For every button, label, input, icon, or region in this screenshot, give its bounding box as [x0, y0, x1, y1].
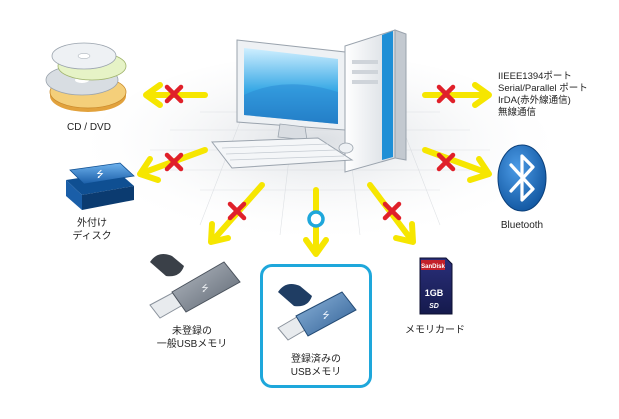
blocked-x-icon: [382, 201, 402, 221]
blocked-x-icon: [436, 84, 456, 104]
sd-card-brand: SanDisk: [421, 264, 445, 270]
port-line-irda: IrDA(赤外線通信): [498, 95, 571, 106]
bluetooth-icon: [497, 144, 547, 212]
usb-memory-icon: ⭍: [277, 284, 357, 341]
label-unregistered-usb: 未登録の 一般USBメモリ: [147, 325, 237, 351]
port-line-ieee1394: IIEEE1394ポート: [498, 71, 572, 82]
blocked-x-icon: [436, 152, 456, 172]
cd-dvd-icon: [45, 42, 127, 112]
label-memory-card: メモリカード: [405, 325, 465, 336]
blocked-x-icon: [164, 84, 184, 104]
label-bluetooth: Bluetooth: [500, 220, 544, 231]
label-registered-usb: 登録済みの USBメモリ: [266, 353, 366, 379]
svg-text:⭍: ⭍: [322, 310, 330, 321]
unregistered-usb-icon: ⭍: [149, 254, 241, 319]
sd-card-logo: SD: [429, 303, 439, 310]
external-disk-icon: ⭍: [66, 162, 135, 210]
arrow-bluetooth: [422, 147, 492, 183]
allowed-circle-icon: [307, 210, 325, 228]
label-external-disk-line1: 外付け: [77, 218, 107, 229]
label-unregistered-usb-line2: 一般USBメモリ: [156, 339, 228, 350]
port-line-wireless: 無線通信: [498, 107, 537, 118]
label-ports: IIEEE1394ポート Serial/Parallel ポート IrDA(赤外…: [498, 71, 616, 119]
port-line-serial-parallel: Serial/Parallel ポート: [498, 83, 588, 94]
svg-text:⭍: ⭍: [96, 169, 104, 180]
label-external-disk-line2: ディスク: [72, 231, 112, 242]
blocked-x-icon: [164, 152, 184, 172]
label-registered-usb-line2: USBメモリ: [290, 367, 342, 378]
svg-text:⭍: ⭍: [201, 283, 209, 294]
label-registered-usb-line1: 登録済みの: [291, 354, 341, 365]
label-unregistered-usb-line1: 未登録の: [172, 326, 212, 337]
arrow-ports: [422, 82, 492, 108]
computer-icon: [211, 29, 407, 173]
blocked-x-icon: [227, 201, 247, 221]
label-cd-dvd: CD / DVD: [67, 122, 111, 133]
sd-card-icon: SanDisk 1GB SD: [419, 257, 453, 315]
sd-card-capacity: 1GB: [425, 288, 444, 298]
blocked-marks: [164, 84, 456, 221]
label-external-disk: 外付け ディスク: [62, 217, 122, 243]
